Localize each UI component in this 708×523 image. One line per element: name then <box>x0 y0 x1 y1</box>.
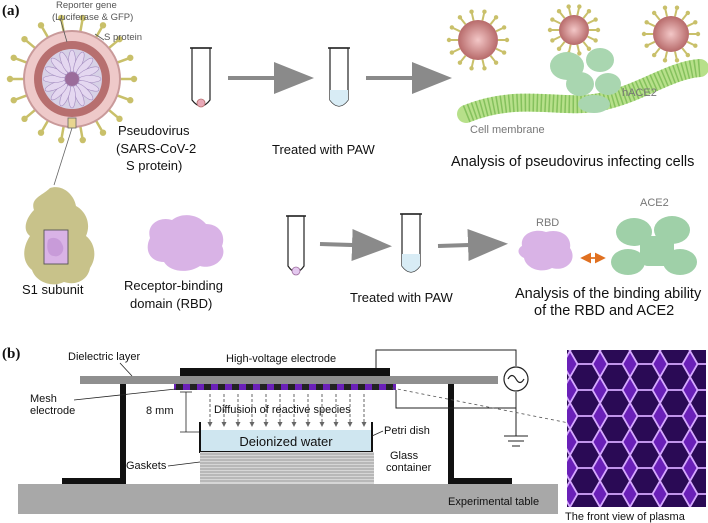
hace2-receptor <box>550 48 621 113</box>
ace2-illustration <box>611 216 697 275</box>
pseudovirus-label-1: Pseudovirus <box>118 123 190 138</box>
diffusion-arrows <box>207 394 367 427</box>
dielectric-layer <box>80 376 498 384</box>
s-protein-pointer <box>94 33 105 41</box>
mesh-electrode-label-2: electrode <box>30 405 75 417</box>
gaskets <box>200 452 374 484</box>
virus-particles <box>446 4 701 71</box>
circuit-wiring <box>375 349 528 447</box>
panel-a-label: (a) <box>2 3 20 19</box>
treated-with-paw-label-1: Treated with PAW <box>272 142 376 157</box>
zoom-connector <box>53 127 73 186</box>
dielectric-pointer <box>119 362 133 377</box>
cell-membrane-label: Cell membrane <box>470 124 545 136</box>
panel-b-label: (b) <box>2 346 20 362</box>
mesh-electrode-label-1: Mesh <box>30 393 57 405</box>
experimental-table-label: Experimental table <box>448 496 539 508</box>
gaskets-label: Gaskets <box>126 460 167 472</box>
plasma-view-link <box>391 387 575 425</box>
tube-treated-2 <box>400 213 422 273</box>
arrow-3 <box>319 229 392 261</box>
reporter-gene-label-2: (Luciferase & GFP) <box>52 12 133 23</box>
s1-subunit-label: S1 subunit <box>22 282 84 297</box>
analysis-infecting-label: Analysis of pseudovirus infecting cells <box>451 154 694 170</box>
pseudovirus-illustration <box>6 14 138 144</box>
petri-dish-label: Petri dish <box>384 425 430 437</box>
analysis-binding-label-2: of the RBD and ACE2 <box>534 303 674 319</box>
pseudovirus-label-3: S protein) <box>126 158 182 173</box>
reporter-gene-label-1: Reporter gene <box>56 0 117 11</box>
deionized-water-label: Deionized water <box>239 434 333 449</box>
rbd-caption-1: Receptor-binding <box>124 278 223 293</box>
plasma-front-view <box>567 350 706 507</box>
mesh-pointer <box>73 388 177 401</box>
s1-subunit-illustration <box>24 187 95 285</box>
analysis-binding-label-1: Analysis of the binding ability <box>515 286 702 302</box>
arrow-4 <box>437 229 508 262</box>
dielectric-layer-label: Dielectric layer <box>68 351 140 363</box>
pseudovirus-label-2: (SARS-CoV-2 <box>116 141 196 156</box>
diffusion-label: Diffusion of reactive species <box>214 404 351 416</box>
s-protein-label: S protein <box>104 32 142 43</box>
spike-zoom-box <box>67 117 77 129</box>
experimental-table <box>18 484 558 514</box>
tube-with-virus <box>190 47 212 108</box>
rbd-small-illustration <box>518 230 573 271</box>
rbd-caption-2: domain (RBD) <box>130 296 212 311</box>
hace2-label: hACE2 <box>622 87 657 99</box>
treated-with-paw-label-2: Treated with PAW <box>350 290 454 305</box>
support-stand <box>62 384 512 484</box>
ace2-label: ACE2 <box>640 197 669 209</box>
reporter-pointer <box>59 17 68 43</box>
high-voltage-electrode <box>180 368 390 376</box>
ac-sine-icon <box>507 374 525 384</box>
mesh-electrode <box>174 384 396 390</box>
front-view-label: The front view of plasma <box>565 511 686 523</box>
tube-with-rbd <box>286 215 306 276</box>
hv-electrode-label: High-voltage electrode <box>226 353 336 365</box>
tube-treated-1 <box>328 47 350 107</box>
gap-label: 8 mm <box>146 405 174 417</box>
glass-container-label-1: Glass <box>390 450 419 462</box>
glass-container-label-2: container <box>386 462 432 474</box>
rbd-label: RBD <box>536 217 559 229</box>
rbd-illustration <box>147 215 224 271</box>
